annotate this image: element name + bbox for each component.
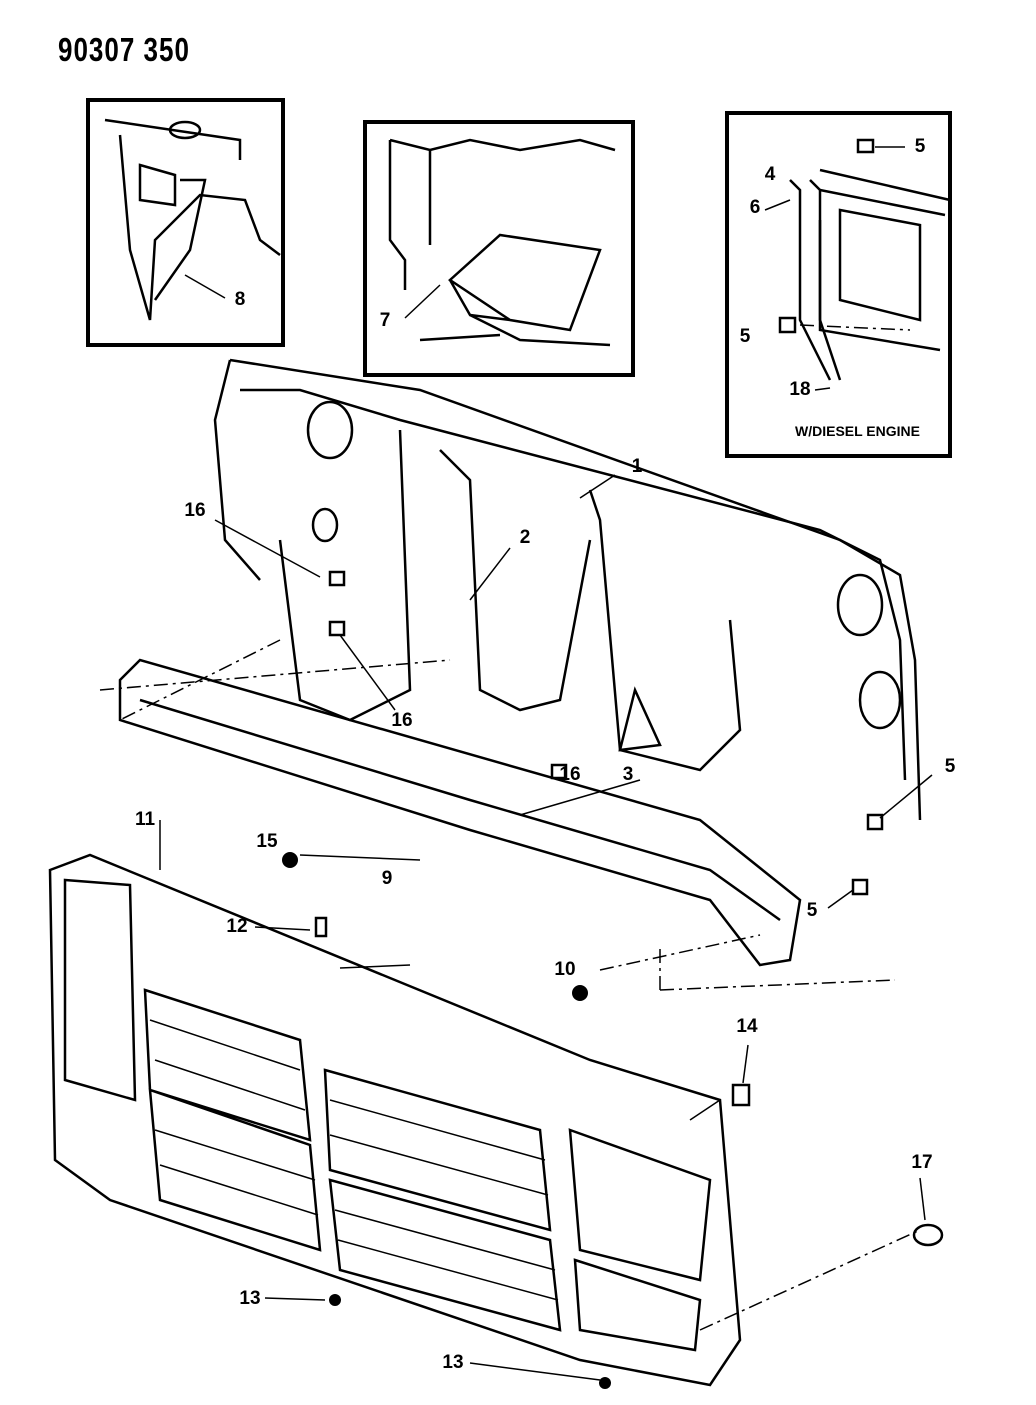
- inset-right: [725, 111, 952, 458]
- callout-6: 6: [749, 197, 761, 218]
- callout-10: 10: [554, 959, 576, 980]
- callout-11: 11: [134, 809, 156, 830]
- inset-center: [363, 120, 635, 377]
- fasteners: [159, 519, 944, 1389]
- callout-13: 13: [442, 1352, 464, 1373]
- diesel-engine-note: W/DIESEL ENGINE: [795, 423, 920, 439]
- callout-16: 16: [559, 764, 581, 785]
- radiator-support: [213, 358, 922, 821]
- drawing-code: 90307 350: [58, 30, 190, 69]
- callout-15: 15: [256, 831, 278, 852]
- callout-5: 5: [944, 756, 956, 777]
- callout-14: 14: [736, 1016, 758, 1037]
- callout-2: 2: [519, 527, 531, 548]
- callout-13: 13: [239, 1288, 261, 1309]
- callout-9: 9: [381, 868, 393, 889]
- callout-16: 16: [184, 500, 206, 521]
- lower-crossmember: [99, 639, 896, 991]
- callout-16: 16: [391, 710, 413, 731]
- grille-assembly: [48, 853, 921, 1387]
- callout-12: 12: [226, 916, 248, 937]
- callout-5: 5: [739, 326, 751, 347]
- callout-7: 7: [379, 310, 391, 331]
- callout-18: 18: [789, 379, 811, 400]
- callout-1: 1: [631, 456, 643, 477]
- callout-5: 5: [806, 900, 818, 921]
- callout-5: 5: [914, 136, 926, 157]
- inset-left: [86, 98, 285, 347]
- callout-8: 8: [234, 289, 246, 310]
- callout-3: 3: [622, 764, 634, 785]
- callout-17: 17: [911, 1152, 933, 1173]
- callout-4: 4: [764, 164, 776, 185]
